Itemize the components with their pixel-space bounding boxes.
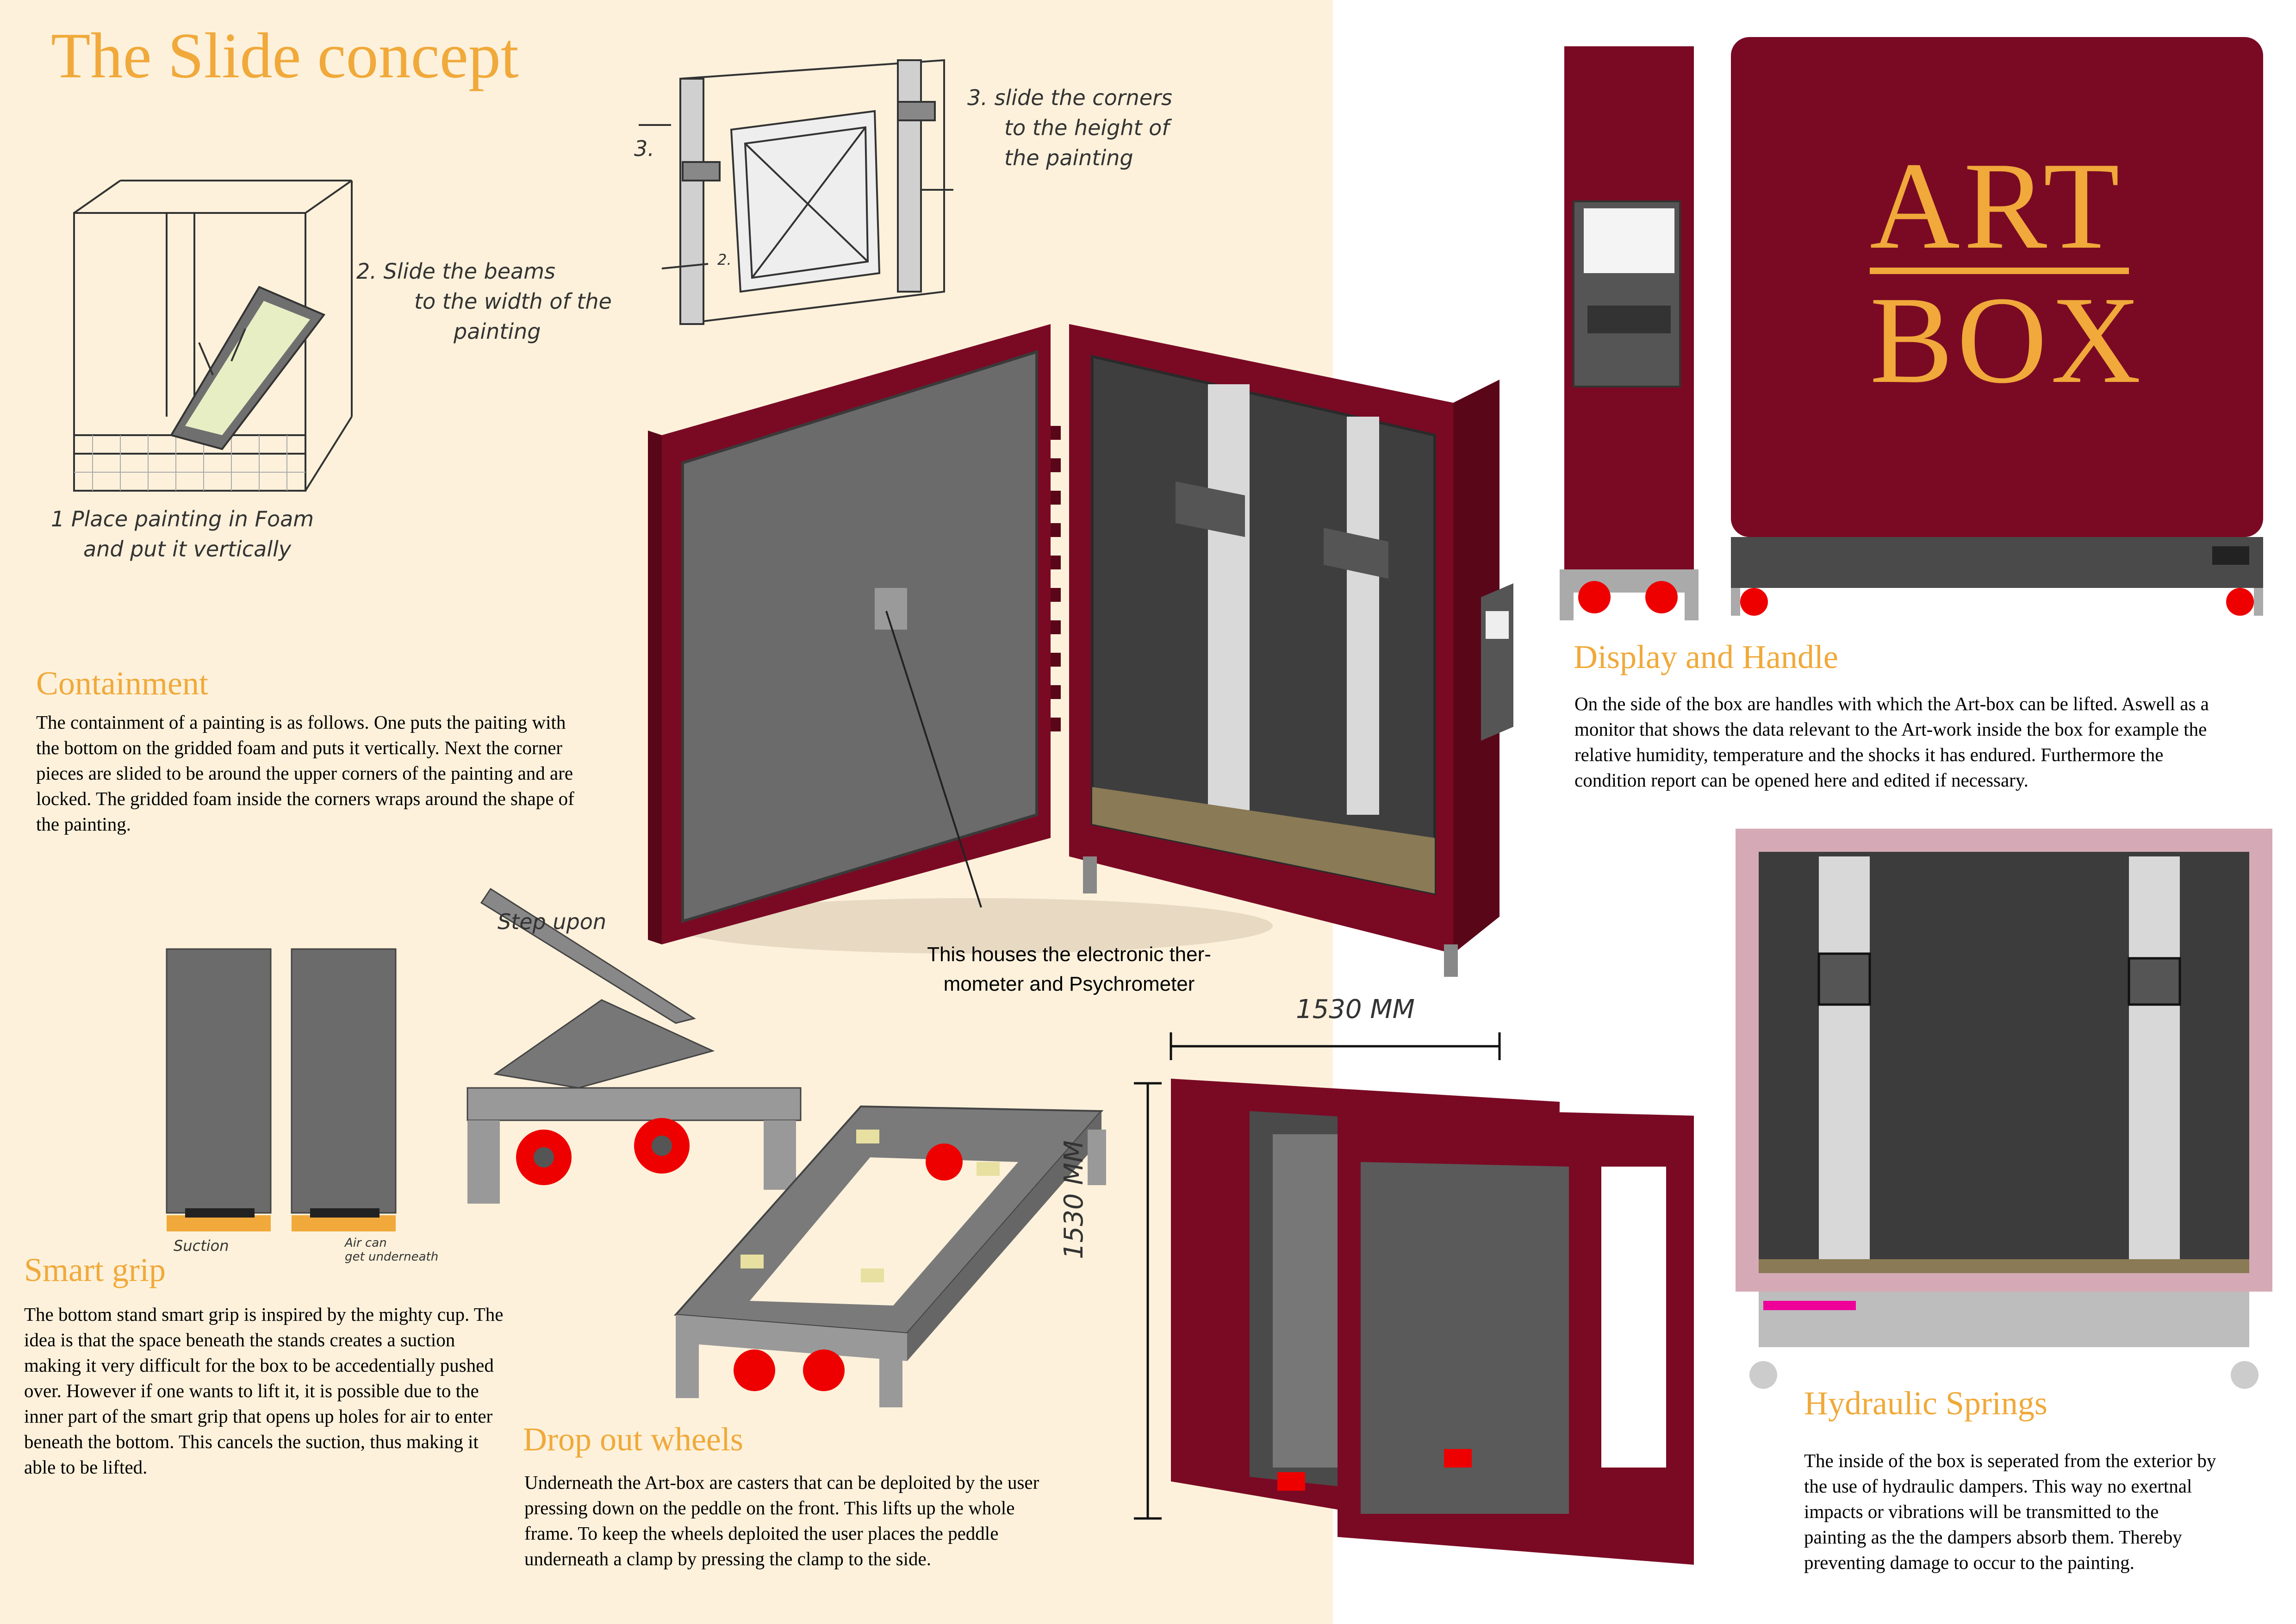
logo-box: BOX	[1870, 271, 2145, 409]
containment-heading: Containment	[36, 665, 208, 702]
thermometer-caption: This houses the electronic ther- mometer…	[893, 940, 1245, 999]
sketch-box-drawing	[73, 180, 353, 492]
sketch-step3-line2: to the height of	[1004, 115, 1170, 140]
containment-body: The containment of a painting is as foll…	[36, 712, 574, 835]
logo-divider	[1870, 268, 2129, 274]
drop-out-wheels-heading: Drop out wheels	[523, 1421, 743, 1458]
sketch-step3-line1: 3. slide the corners	[967, 85, 1172, 110]
display-handle-heading: Display and Handle	[1574, 638, 1838, 675]
artbox-side-view	[1560, 46, 1699, 620]
sketch-step2-line3: painting	[454, 319, 541, 344]
sketch-step3-line3: the painting	[1004, 145, 1133, 170]
logo-art: ART	[1870, 137, 2123, 275]
hydraulic-springs-illustration	[1736, 829, 2272, 1389]
display-handle-body: On the side of the box are handles with …	[1574, 693, 2209, 791]
thermometer-caption-line1: This houses the electronic ther-	[927, 943, 1211, 966]
label-step-upon: Step upon	[498, 909, 607, 934]
dimension-height: 1530 MM	[1059, 1140, 1089, 1259]
thermometer-caption-line2: mometer and Psychrometer	[943, 973, 1195, 995]
dimension-box-illustration	[1134, 1032, 1694, 1565]
open-artbox-illustration	[648, 324, 1513, 977]
smart-grip-illustration	[166, 948, 397, 1231]
smart-grip-body: The bottom stand smart grip is inspired …	[24, 1304, 504, 1478]
drop-out-wheels-body: Underneath the Art-box are casters that …	[524, 1472, 1039, 1569]
sketch-step1-line2: and put it vertically	[83, 537, 292, 562]
artbox-front-view	[1731, 37, 2263, 616]
sketch-frame-drawing	[639, 59, 953, 325]
sketch-marker-3: 3.	[634, 136, 654, 161]
label-air-line2: get underneath	[345, 1250, 439, 1264]
sketch-step2-line1: 2. Slide the beams	[356, 259, 555, 284]
smart-grip-heading: Smart grip	[24, 1251, 166, 1288]
label-suction: Suction	[174, 1237, 229, 1255]
page-title: The Slide concept	[51, 20, 519, 92]
hydraulic-heading: Hydraulic Springs	[1804, 1385, 2047, 1422]
sketch-step2-line2: to the width of the	[414, 289, 612, 314]
label-air-line1: Air can	[345, 1236, 387, 1250]
drop-out-wheels-illustration	[467, 887, 1106, 1407]
sketch-marker-2: 2.	[717, 251, 732, 269]
hydraulic-body: The inside of the box is seperated from …	[1804, 1450, 2216, 1573]
dimension-width: 1530 MM	[1296, 994, 1415, 1024]
sketch-step1-line1: 1 Place painting in Foam	[51, 506, 314, 531]
